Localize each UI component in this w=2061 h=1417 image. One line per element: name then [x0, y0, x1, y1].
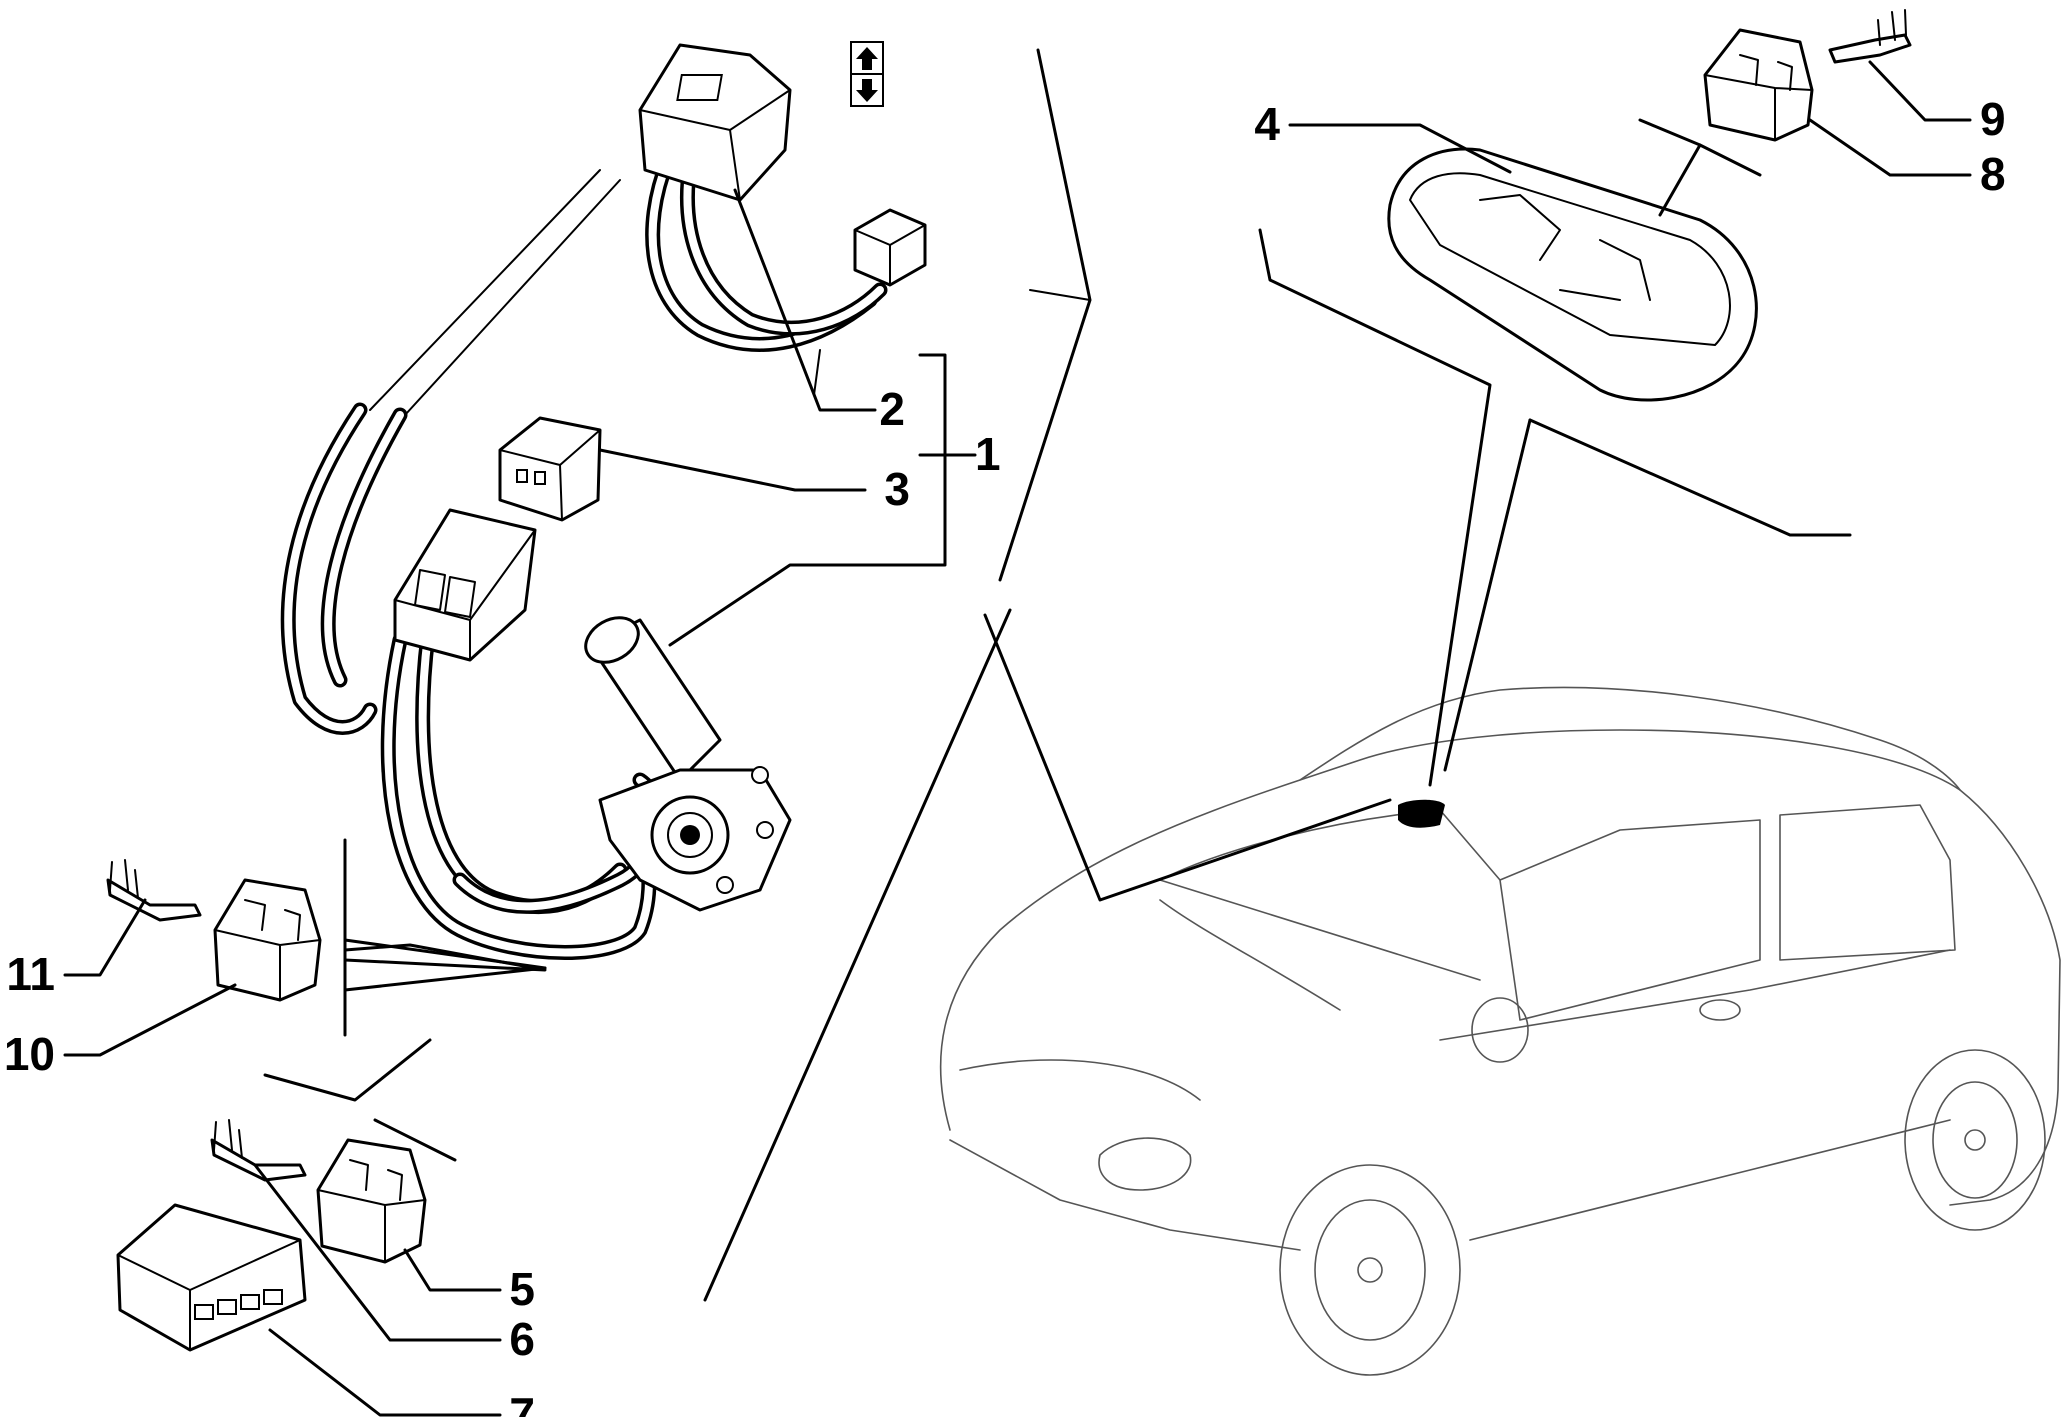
callout-7: 7	[509, 1388, 535, 1417]
callout-9: 9	[1980, 93, 2006, 145]
connector-10	[213, 878, 322, 1002]
nav-arrows[interactable]	[850, 41, 884, 107]
arrow-up-icon[interactable]	[856, 47, 878, 70]
switch-harness	[638, 43, 927, 352]
control-unit-7	[116, 1203, 307, 1352]
leader-lines	[63, 48, 1972, 1417]
callout-4: 4	[1254, 98, 1280, 150]
callout-3: 3	[884, 463, 910, 515]
arrow-down-icon[interactable]	[856, 79, 878, 102]
motor-assembly	[280, 402, 792, 960]
car-illustration	[939, 686, 2061, 1376]
connector-3	[498, 416, 602, 522]
connector-5	[316, 1138, 427, 1264]
callout-5: 5	[509, 1263, 535, 1315]
callout-6: 6	[509, 1313, 535, 1365]
terminal-9	[1828, 9, 1912, 64]
callout-11: 11	[6, 948, 55, 1000]
callout-8: 8	[1980, 148, 2006, 200]
callouts: 1 2 3 4 5 6 7 8 9 10 11	[4, 93, 2006, 1417]
callout-2: 2	[879, 383, 905, 435]
callout-1: 1	[975, 428, 1001, 480]
lamp-housing-4	[1387, 147, 1758, 402]
connector-8	[1703, 28, 1814, 142]
terminal-11	[106, 859, 202, 922]
callout-10: 10	[4, 1028, 55, 1080]
